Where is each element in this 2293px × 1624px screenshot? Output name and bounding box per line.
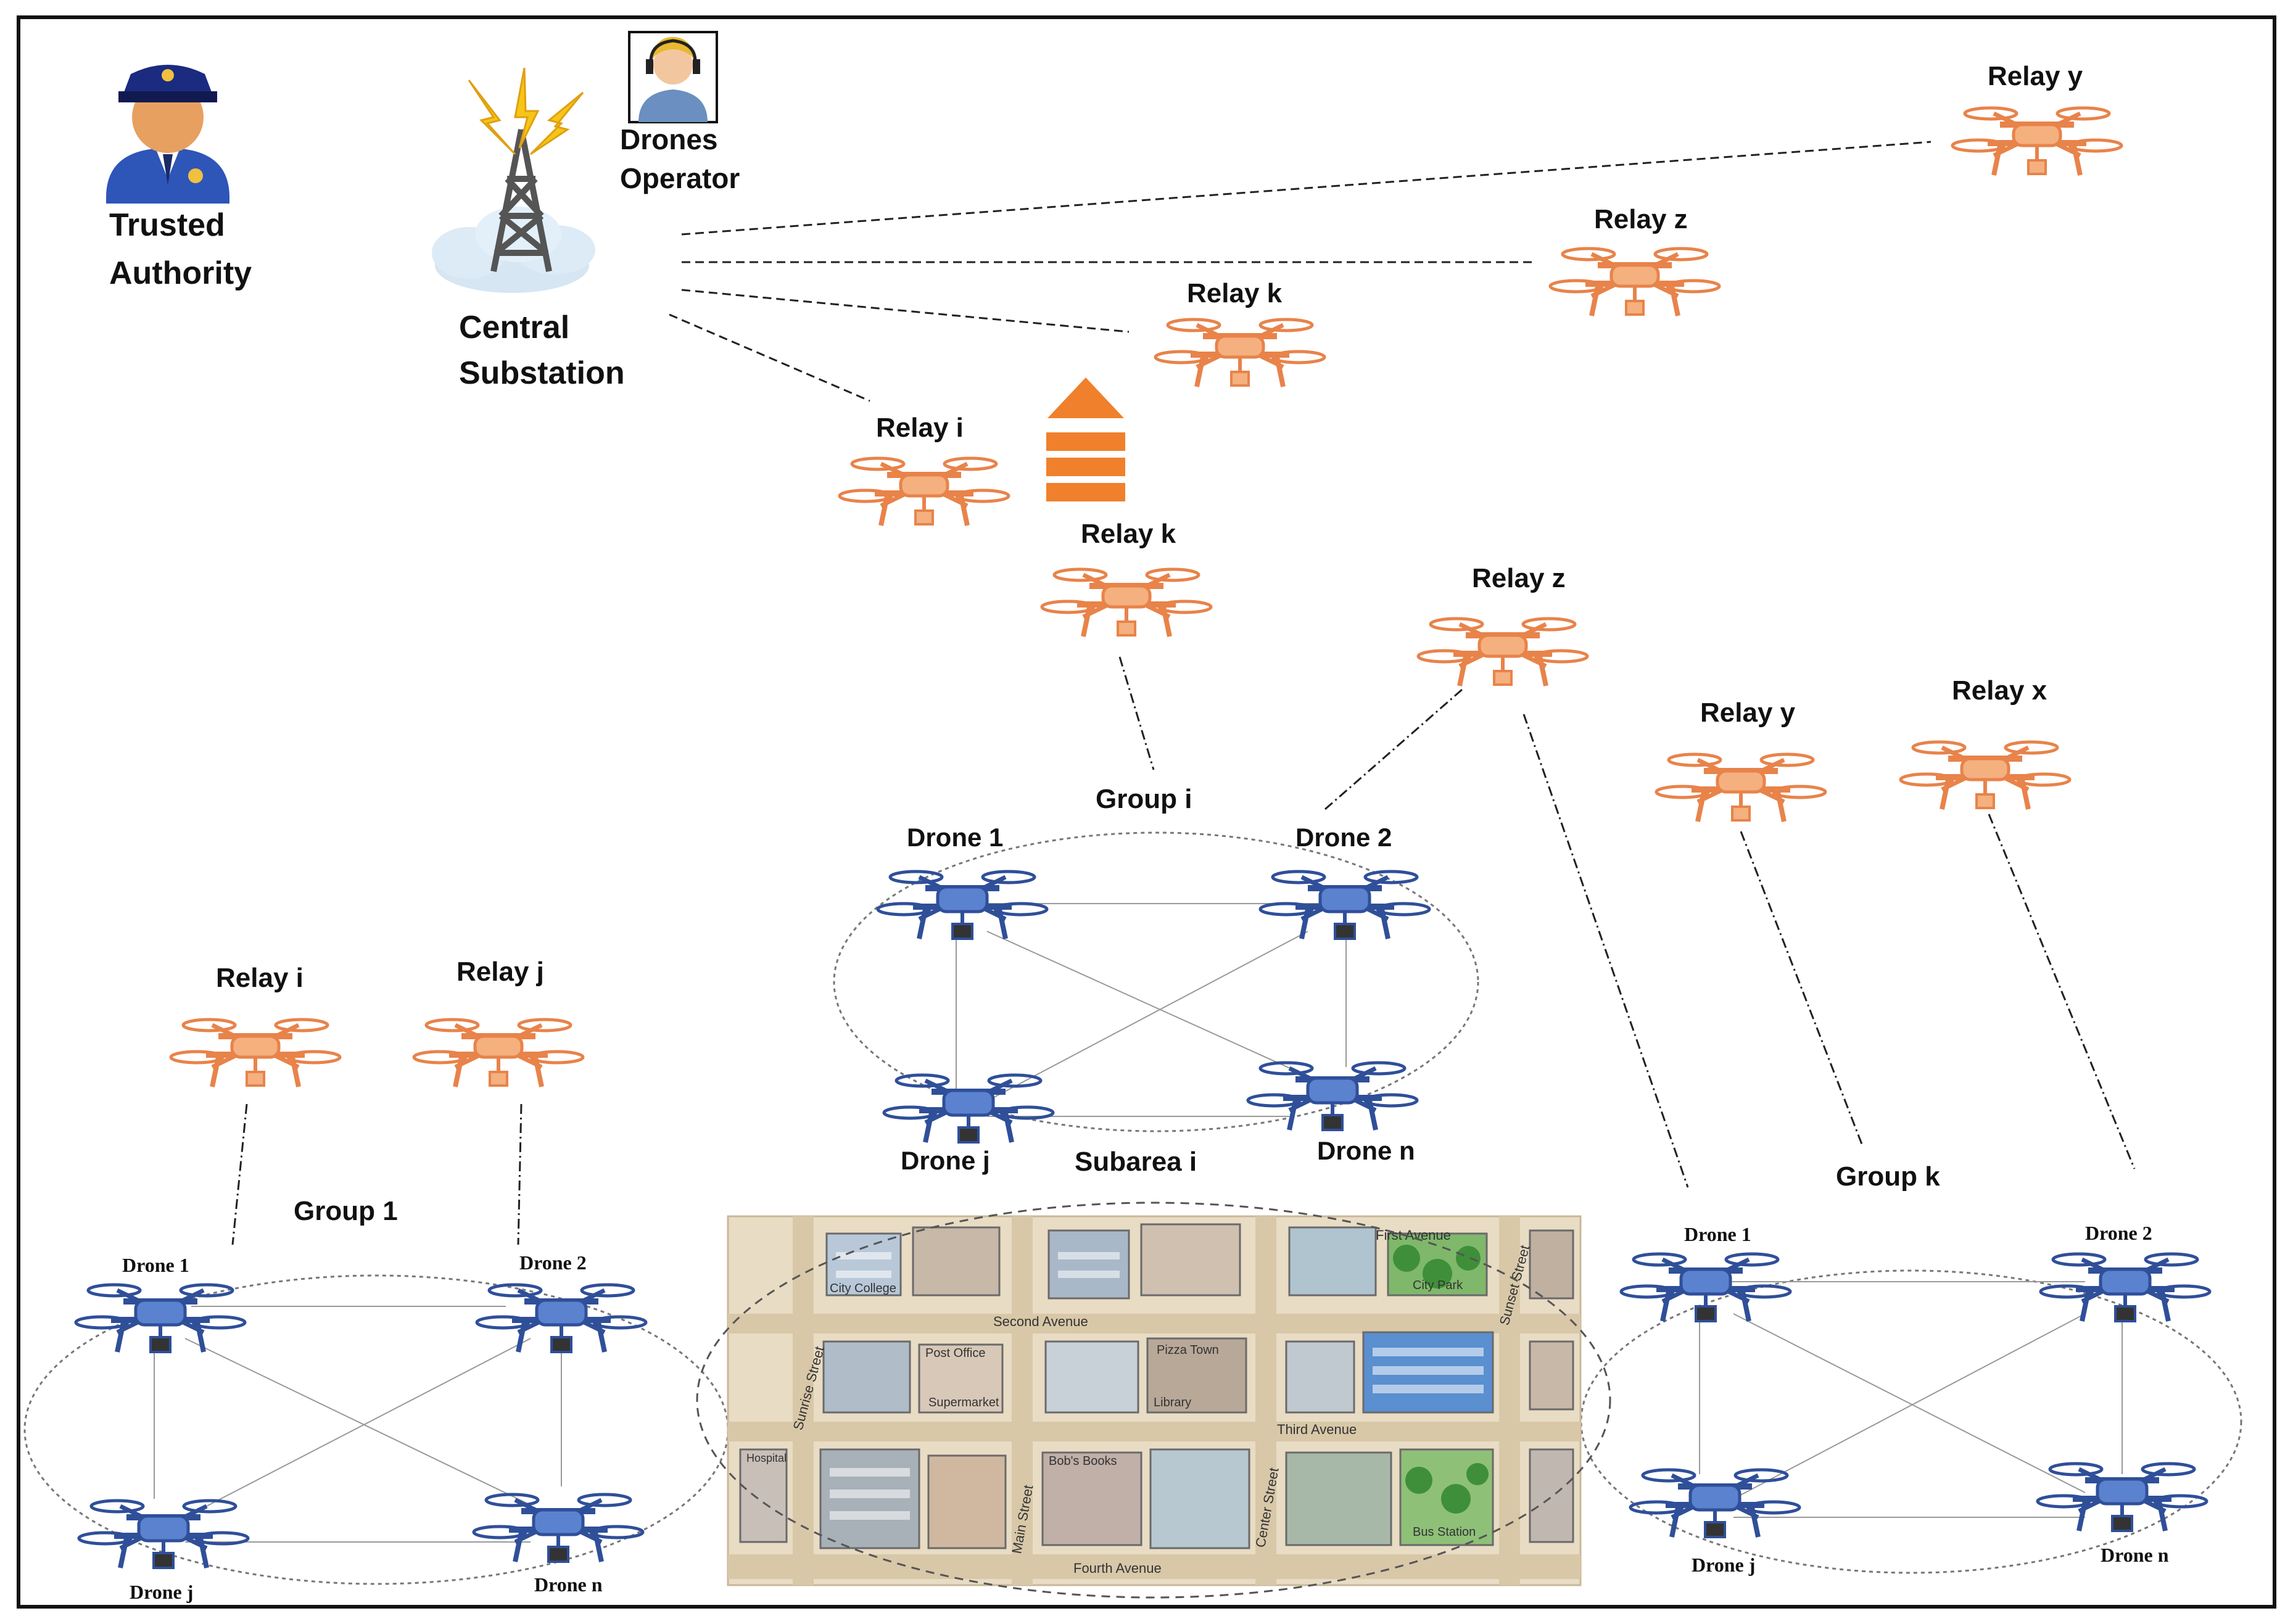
relay-y-right-label: Relay y: [1700, 698, 1796, 728]
group-drone-icon: [884, 1075, 1053, 1142]
police-officer-icon: [106, 65, 229, 204]
link-substation-relay-k: [681, 289, 1130, 333]
relay-z-mid-label: Relay z: [1472, 563, 1566, 593]
group-i-drone-j-label: Drone j: [901, 1146, 990, 1175]
link-substation-relay-y: [681, 141, 1931, 236]
group-k: [1580, 1254, 2242, 1574]
link-relay-i-group-1: [231, 1103, 248, 1245]
drone-operator-icon: [628, 31, 718, 123]
group-drone-icon: [2041, 1254, 2210, 1321]
street-label: Fourth Avenue: [1073, 1560, 1162, 1576]
central-substation-label-1: Central: [459, 310, 569, 345]
group-k-drone-n-label: Drone n: [2101, 1544, 2169, 1566]
relay-j-left-label: Relay j: [457, 957, 544, 987]
radio-tower-icon: [432, 67, 595, 293]
group-i: [833, 831, 1479, 1142]
group-k-drone-j-label: Drone j: [1692, 1554, 1755, 1576]
group-i-drone-1-label: Drone 1: [907, 823, 1003, 852]
link-relay-x-group-k: [1988, 814, 2136, 1169]
group-drone-icon: [1630, 1470, 1799, 1537]
drones-operator-label-2: Operator: [620, 162, 740, 194]
place-label: Library: [1154, 1396, 1191, 1409]
link-substation-relay-i: [669, 313, 870, 402]
place-label: Bus Station: [1413, 1525, 1476, 1539]
relay-drone-icon: [1418, 619, 1587, 686]
relay-drone-icon: [1952, 108, 2122, 175]
relay-drone-icon: [171, 1020, 340, 1087]
group-1-drone-2-label: Drone 2: [519, 1251, 587, 1274]
street-label: Second Avenue: [993, 1314, 1088, 1329]
group-1-drone-n-label: Drone n: [534, 1573, 603, 1596]
place-label: City College: [830, 1282, 896, 1295]
place-label: City Park: [1413, 1279, 1463, 1292]
relay-drone-icon: [1155, 319, 1324, 387]
group-1-drone-1-label: Drone 1: [122, 1254, 189, 1276]
group-drone-icon: [474, 1494, 643, 1562]
relay-k-top-label: Relay k: [1187, 278, 1283, 308]
place-label: Hospital: [746, 1452, 787, 1464]
link-relay-k-group-i: [1118, 656, 1155, 770]
central-substation-label-2: Substation: [459, 355, 625, 391]
up-arrow-icon: [1046, 377, 1125, 501]
group-1: [23, 1274, 729, 1585]
place-label: Pizza Town: [1157, 1343, 1219, 1357]
group-drone-icon: [1260, 872, 1429, 939]
group-drone-icon: [477, 1285, 646, 1352]
group-k-label: Group k: [1836, 1161, 1940, 1192]
subarea-i-label: Subarea i: [1075, 1147, 1197, 1177]
street-label: Third Avenue: [1277, 1422, 1357, 1437]
relay-drone-icon: [414, 1020, 583, 1087]
subarea-boundary: [696, 1202, 1611, 1599]
group-k-drone-1-label: Drone 1: [1684, 1223, 1751, 1245]
relay-z-top-label: Relay z: [1594, 204, 1688, 234]
place-label: Post Office: [925, 1346, 985, 1360]
link-relay-y-group-k: [1740, 831, 1864, 1148]
group-1-drone-j-label: Drone j: [130, 1581, 193, 1603]
group-drone-icon: [1248, 1063, 1417, 1130]
place-label: Bob's Books: [1049, 1454, 1117, 1468]
relay-k-mid-label: Relay k: [1081, 519, 1176, 549]
relay-x-right-label: Relay x: [1952, 675, 2047, 706]
trusted-authority-label-2: Authority: [109, 255, 252, 291]
group-drone-icon: [76, 1285, 245, 1352]
link-relay-z-group-k: [1522, 714, 1689, 1188]
relay-i-top-label: Relay i: [876, 413, 964, 443]
relay-y-top-label: Relay y: [1988, 61, 2083, 91]
relay-drone-icon: [1042, 569, 1211, 637]
outer-frame: [17, 15, 2276, 1609]
group-drone-icon: [79, 1501, 248, 1568]
group-drone-icon: [878, 872, 1047, 939]
relay-drone-icon: [1656, 754, 1825, 822]
group-1-label: Group 1: [294, 1196, 398, 1226]
link-relay-j-group-1: [517, 1103, 523, 1245]
group-k-drone-2-label: Drone 2: [2085, 1222, 2152, 1244]
relay-drone-icon: [1901, 742, 2070, 809]
relay-drone-icon: [1550, 249, 1719, 316]
link-relay-z-group-i: [1324, 688, 1463, 810]
group-i-label: Group i: [1096, 784, 1192, 814]
relay-drone-icon: [840, 458, 1009, 526]
city-map-illustration: First Avenue Second Avenue Third Avenue …: [727, 1215, 1582, 1586]
place-label: Supermarket: [928, 1396, 999, 1409]
group-i-drone-n-label: Drone n: [1317, 1136, 1415, 1165]
group-i-drone-2-label: Drone 2: [1295, 823, 1392, 852]
relay-i-left-label: Relay i: [216, 963, 304, 993]
group-drone-icon: [1621, 1254, 1790, 1321]
drones-operator-label-1: Drones: [620, 123, 717, 155]
trusted-authority-label-1: Trusted: [109, 207, 225, 243]
